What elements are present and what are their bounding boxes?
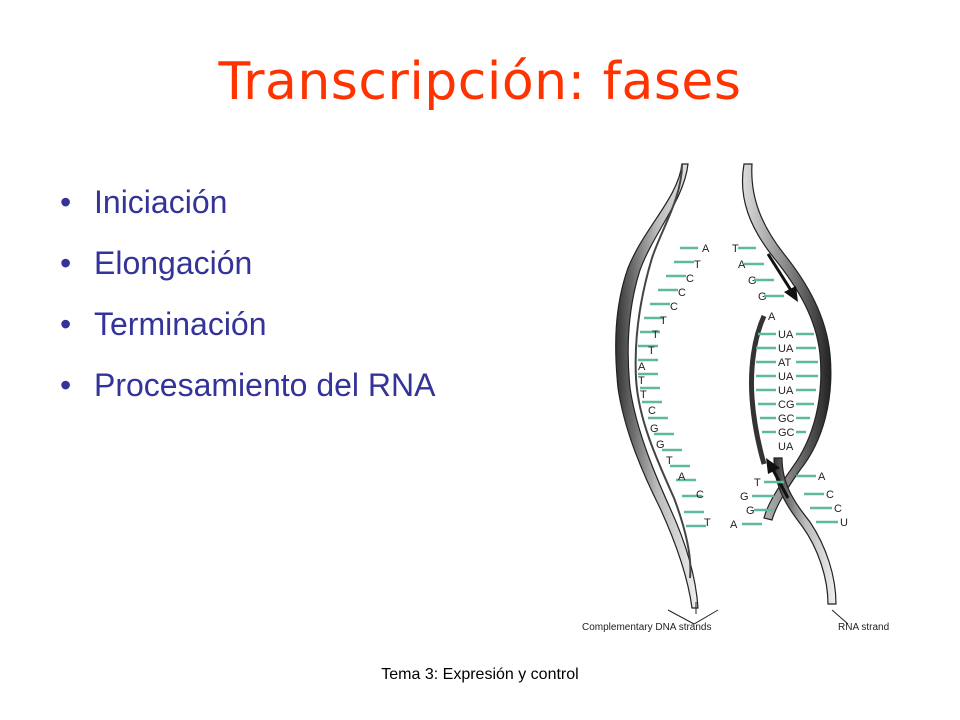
base-pair: UA (778, 441, 794, 453)
base-letter: T (704, 517, 711, 529)
base-letter: T (660, 315, 667, 327)
bullet-dot: • (60, 306, 72, 342)
base-letter: G (746, 505, 755, 517)
base-letter: T (694, 259, 701, 271)
dna-rungs-right-top (738, 246, 784, 298)
slide-footer: Tema 3: Expresión y control (381, 666, 579, 683)
base-letter: C (834, 503, 842, 515)
base-letter: T (648, 345, 655, 357)
base-letter: T (732, 243, 739, 255)
bullet-dot: • (60, 184, 72, 220)
base-pair: CG (778, 399, 795, 411)
base-letter: A (738, 259, 746, 271)
base-letter: T (754, 477, 761, 489)
base-letter: T (640, 389, 647, 401)
base-pair: UA (778, 371, 794, 383)
base-pair: UA (778, 385, 794, 397)
label-leader-lines (667, 602, 849, 625)
left-base-letters: A T C C C T T T A T T C G G T A C T (638, 243, 711, 529)
base-letter: A (768, 311, 776, 323)
rna-dna-hybrid: UA UA AT UA UA CG GC GC UA (778, 329, 795, 453)
bullet-dot: • (60, 367, 72, 403)
base-pair: AT (778, 357, 792, 369)
base-letter: G (650, 423, 659, 435)
label-dna-strands: Complementary DNA strands (582, 622, 712, 633)
hybrid-rungs (756, 332, 818, 434)
transcription-diagram: A T C C C T T T A T T C G G T A C T T A … (582, 163, 889, 633)
base-letter: C (696, 489, 704, 501)
base-letter: T (666, 455, 673, 467)
base-letter: C (670, 301, 678, 313)
base-pair: UA (778, 329, 794, 341)
base-letter: A (638, 361, 646, 373)
base-letter: G (740, 491, 749, 503)
bullet-text: Procesamiento del RNA (94, 367, 436, 403)
label-rna-strand: RNA strand (838, 622, 889, 633)
bullet-item: • Iniciación (60, 172, 435, 233)
dna-rungs-left (638, 246, 706, 528)
direction-arrow (766, 253, 798, 302)
base-letter: T (638, 375, 645, 387)
base-letter: G (748, 275, 757, 287)
base-letter: C (678, 287, 686, 299)
bullet-text: Elongación (94, 245, 253, 281)
base-letter: T (652, 329, 659, 341)
rna-strand (749, 314, 767, 465)
right-top-base-letters: T A G G A (732, 243, 776, 323)
base-letter: A (678, 471, 686, 483)
right-bottom-base-letters: T G G A A C C U (730, 471, 848, 531)
bullet-text: Iniciación (94, 184, 228, 220)
bullet-text: Terminación (94, 306, 267, 342)
base-letter: A (702, 243, 710, 255)
bullet-list: • Iniciación • Elongación • Terminación • Pr… (60, 172, 435, 416)
slide-title: Transcripción: fases (218, 52, 742, 112)
base-letter: A (730, 519, 738, 531)
base-letter: C (826, 489, 834, 501)
base-pair: GC (778, 413, 795, 425)
dna-strand-left-inner (634, 163, 692, 579)
bullet-dot: • (60, 245, 72, 281)
base-pair: UA (778, 343, 794, 355)
dna-strand-right-lower (773, 457, 837, 605)
bullet-item: • Terminación (60, 294, 435, 355)
bullet-item: • Procesamiento del RNA (60, 355, 435, 416)
dna-rungs-right-bottom (742, 474, 838, 526)
base-letter: U (840, 517, 848, 529)
base-letter: G (758, 291, 767, 303)
base-pair: GC (778, 427, 795, 439)
base-letter: C (686, 273, 694, 285)
base-letter: G (656, 439, 665, 451)
dna-strand-left-outer (615, 163, 699, 609)
dna-strand-right-top (741, 163, 832, 521)
base-letter: A (818, 471, 826, 483)
base-letter: C (648, 405, 656, 417)
bullet-item: • Elongación (60, 233, 435, 294)
